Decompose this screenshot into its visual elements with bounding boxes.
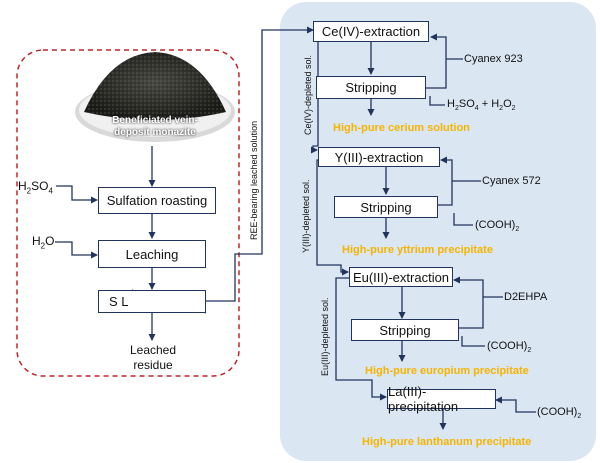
right-process-panel <box>280 2 596 461</box>
reagent-h2o-part: H <box>32 234 41 248</box>
ce-depleted-label: Ce(IV)-depleted sol. <box>303 54 313 135</box>
leached-residue-label: Leached residue <box>118 343 188 373</box>
eu-stripping-label: Stripping <box>379 322 431 338</box>
reagent-h2so4-part: SO <box>31 179 49 193</box>
y-extraction-label: Y(III)-extraction <box>334 149 424 165</box>
cyanex-923-label: Cyanex 923 <box>464 53 523 65</box>
left-flow-arrows <box>55 26 314 341</box>
la-precipitation-label: La(III)-precipitation <box>388 384 459 414</box>
residue-line2: residue <box>133 358 173 372</box>
ce-stripping-box: Stripping <box>316 76 426 99</box>
europium-product-label: High-pure europium precipitate <box>365 365 529 377</box>
y-stripping-label: Stripping <box>360 199 412 215</box>
sulfation-roasting-label: Sulfation roasting <box>106 193 208 208</box>
photo-caption: Beneficiated vein- deposit monazite <box>98 115 212 139</box>
ce-extraction-label: Ce(IV)-extraction <box>321 24 421 39</box>
la-precipitation-box: La(III)-precipitation <box>387 384 496 414</box>
ce-stripping-label: Stripping <box>345 80 397 95</box>
residue-line1: Leached <box>129 343 177 357</box>
reagent-h2so4-sub: 2 <box>26 186 32 196</box>
leaching-box: Leaching <box>98 240 206 268</box>
eu-extraction-label: Eu(III)-extraction <box>352 269 450 285</box>
reagent-h2so4-part: H <box>18 179 27 193</box>
photo-caption-line1: Beneficiated vein- <box>112 115 198 126</box>
y-strip-reagent: (COOH)2 <box>475 219 520 234</box>
eu-stripping-box: Stripping <box>351 319 459 341</box>
separator-s-label: S <box>109 294 118 309</box>
reagent-h2o-sub: 2 <box>40 241 46 251</box>
eu-depleted-label: Eu(III)-depleted sol. <box>320 297 330 376</box>
separator-l-label: L <box>121 294 129 309</box>
ce-extraction-box: Ce(IV)-extraction <box>313 21 429 42</box>
d2ehpa-label: D2EHPA <box>504 291 548 303</box>
y-stripping-box: Stripping <box>334 196 438 218</box>
reagent-h2so4: H2SO4 <box>18 179 53 195</box>
ree-leached-solution-label: REE-bearing leached solution <box>249 120 259 240</box>
ce-strip-reagent: H2SO4 + H2O2 <box>447 98 516 113</box>
lanthanum-product-label: High-pure lanthanum precipitate <box>362 436 532 448</box>
sulfation-roasting-box: Sulfation roasting <box>98 187 216 214</box>
y-depleted-label: Y(III)-depleted sol. <box>301 179 311 253</box>
reagent-h2so4-sub: 4 <box>48 186 53 196</box>
cerium-product-label: High-pure cerium solution <box>333 122 470 134</box>
reagent-h2o: H2O <box>32 234 54 250</box>
cyanex-572-label: Cyanex 572 <box>482 175 541 187</box>
photo-caption-line2: deposit monazite <box>114 127 196 138</box>
yttrium-product-label: High-pure yttrium precipitate <box>342 244 493 256</box>
y-extraction-box: Y(III)-extraction <box>318 147 440 167</box>
la-reagent: (COOH)2 <box>537 406 582 421</box>
reagent-h2o-part: O <box>45 234 55 248</box>
monazite-photo <box>75 52 235 142</box>
eu-strip-reagent: (COOH)2 <box>487 340 532 355</box>
solid-liquid-separator-box: S L <box>98 290 206 313</box>
leaching-label: Leaching <box>125 246 179 262</box>
eu-extraction-box: Eu(III)-extraction <box>349 267 453 287</box>
